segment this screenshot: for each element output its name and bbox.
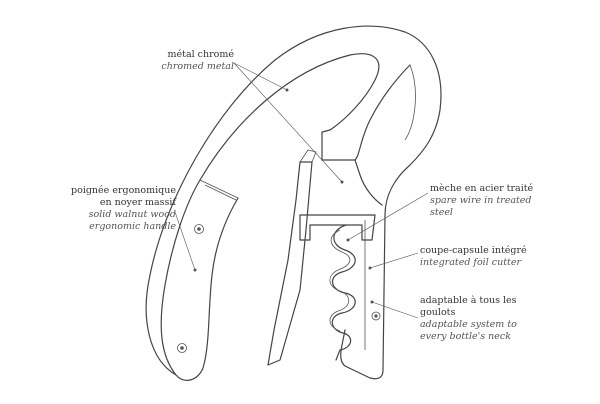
label-chromed-metal-en: chromed metal bbox=[161, 61, 234, 72]
label-chromed-metal-fr: métal chromé bbox=[167, 49, 235, 60]
leader-chromed-metal-dot-2 bbox=[340, 180, 344, 184]
label-adaptable-en-2: every bottle's neck bbox=[420, 331, 511, 342]
handle-rivet-bottom-center bbox=[180, 346, 184, 350]
label-foil-cutter-en: integrated foil cutter bbox=[420, 257, 521, 268]
label-chromed-metal: métal chromé chromed metal bbox=[130, 49, 234, 73]
worm-bracket bbox=[299, 214, 376, 241]
leader-walnut bbox=[174, 211, 196, 271]
label-walnut-en-2: ergonomic handle bbox=[89, 221, 176, 232]
leader-adaptable bbox=[371, 301, 419, 319]
worm-spiral-inner bbox=[329, 229, 351, 332]
leader-chromed-metal-1 bbox=[233, 62, 288, 91]
label-adaptable-fr-1: adaptable à tous les bbox=[420, 295, 517, 306]
handle-rivet-bottom bbox=[177, 343, 187, 353]
leader-adaptable-dot bbox=[370, 300, 374, 304]
walnut-handle-outline bbox=[160, 179, 239, 381]
corkscrew-arch-inner bbox=[199, 53, 411, 181]
label-walnut-fr-2: en noyer massif bbox=[99, 197, 176, 208]
lever-arm-outline bbox=[267, 161, 313, 366]
label-foil-cutter-fr: coupe-capsule intégré bbox=[420, 245, 527, 256]
leader-walnut-dot bbox=[193, 268, 197, 272]
lever-arm-tip bbox=[299, 149, 317, 163]
front-rivet-center bbox=[374, 314, 378, 318]
label-spare-wire: mèche en acier traité spare wire in trea… bbox=[430, 183, 580, 219]
label-spare-wire-en-2: steel bbox=[430, 207, 453, 218]
leader-spare-wire-dot bbox=[346, 238, 350, 242]
handle-joint-line-2 bbox=[204, 184, 237, 201]
leader-foil-cutter-dot bbox=[368, 266, 372, 270]
label-spare-wire-en-1: spare wire in treated bbox=[430, 195, 532, 206]
label-adaptable: adaptable à tous les goulots adaptable s… bbox=[420, 295, 580, 343]
corkscrew-inner-curve bbox=[404, 64, 416, 141]
front-rivet bbox=[371, 311, 381, 321]
handle-rivet-top-center bbox=[197, 227, 201, 231]
leader-chromed-metal-2 bbox=[233, 62, 343, 183]
label-walnut-fr-1: poignée ergonomique bbox=[71, 185, 176, 196]
leader-foil-cutter bbox=[369, 252, 419, 269]
label-spare-wire-fr: mèche en acier traité bbox=[430, 183, 534, 194]
corkscrew-arch-outline bbox=[145, 25, 442, 380]
label-walnut-handle: poignée ergonomique en noyer massif soli… bbox=[40, 185, 176, 233]
label-adaptable-fr-2: goulots bbox=[420, 307, 456, 318]
front-body-outline bbox=[354, 159, 383, 206]
handle-rivet-top bbox=[194, 224, 204, 234]
handle-joint-line bbox=[199, 179, 239, 199]
label-adaptable-en-1: adaptable system to bbox=[420, 319, 517, 330]
leader-spare-wire bbox=[347, 192, 429, 241]
leader-chromed-metal-dot-1 bbox=[285, 88, 289, 92]
label-foil-cutter: coupe-capsule intégré integrated foil cu… bbox=[420, 245, 580, 269]
label-walnut-en-1: solid walnut wood bbox=[88, 209, 176, 220]
